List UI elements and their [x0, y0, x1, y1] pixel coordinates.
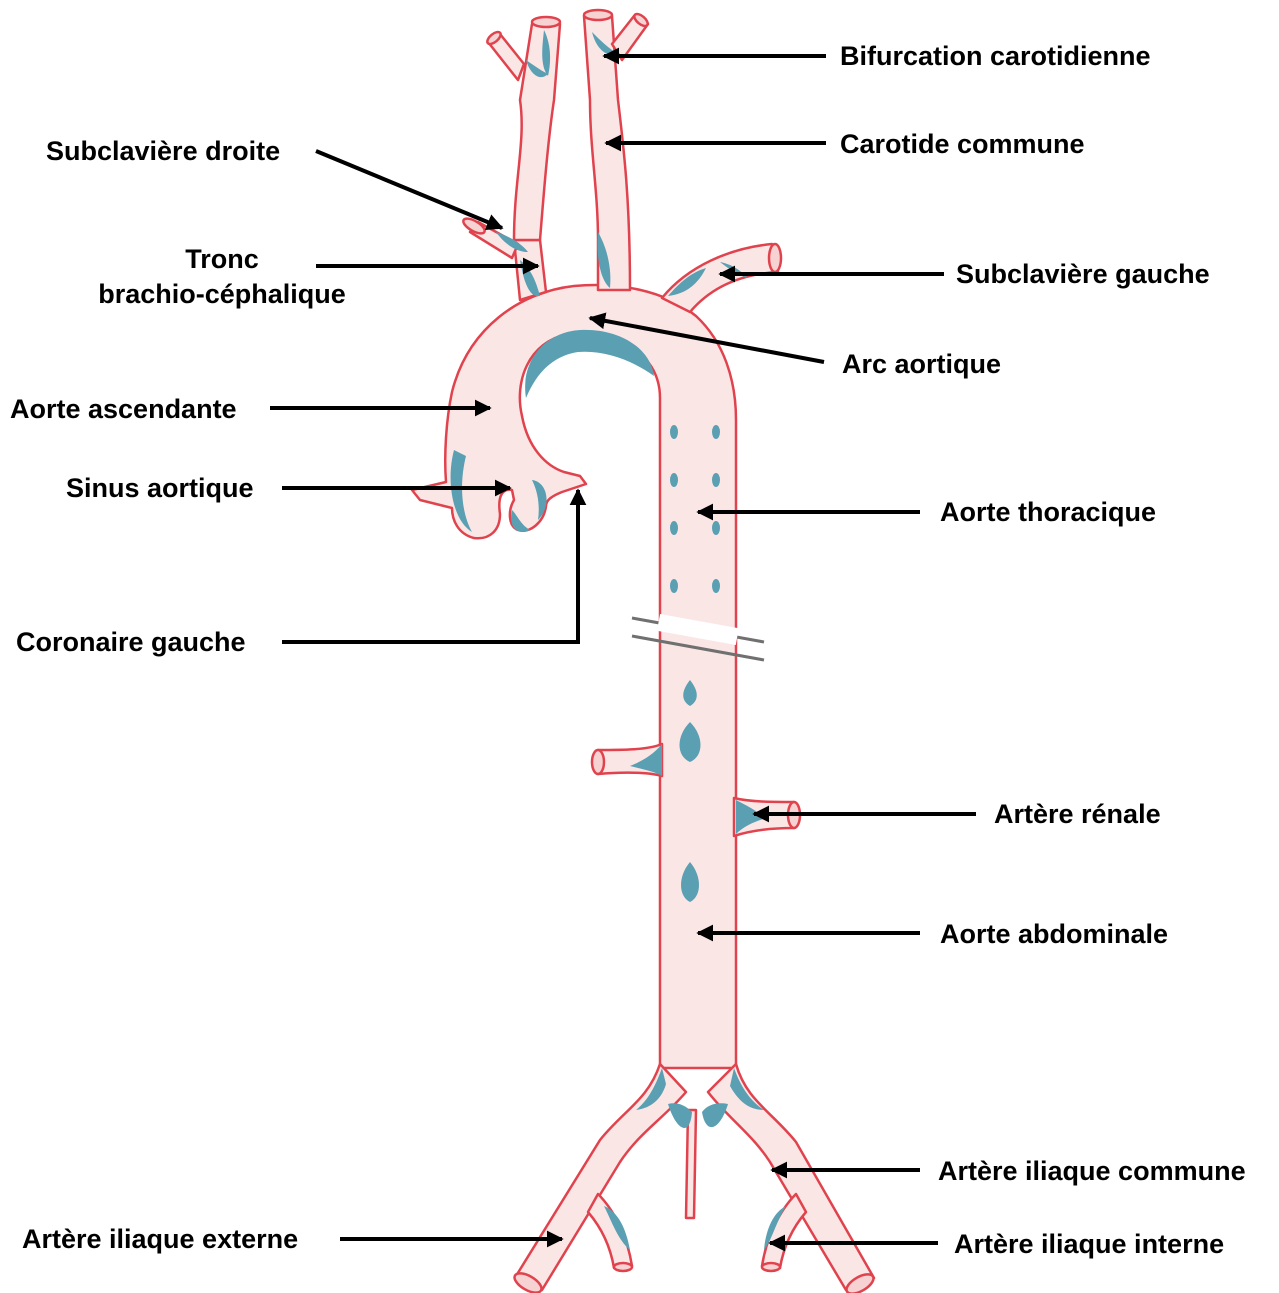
right-iliac-vessel: [708, 1064, 874, 1290]
label-arc-aortique: Arc aortique: [842, 349, 1001, 379]
right-common-carotid-vessel: [514, 24, 560, 240]
label-bifurcation-carotidienne: Bifurcation carotidienne: [840, 41, 1151, 71]
label-artere-renale: Artère rénale: [994, 799, 1161, 829]
label-carotide-commune: Carotide commune: [840, 129, 1085, 159]
label-subclaviere-droite: Subclavière droite: [46, 136, 280, 166]
label-tronc-line1: Tronc: [185, 244, 259, 274]
label-artere-iliaque-externe: Artère iliaque externe: [22, 1224, 298, 1254]
label-subclaviere-gauche: Subclavière gauche: [956, 259, 1210, 289]
label-coronaire-gauche: Coronaire gauche: [16, 627, 246, 657]
label-sinus-aortique: Sinus aortique: [66, 473, 254, 503]
left-subclavian-vessel: [662, 244, 778, 312]
left-internal-iliac-vessel: [588, 1194, 632, 1268]
label-artere-iliaque-interne: Artère iliaque interne: [954, 1229, 1224, 1259]
label-tronc-line2: brachio-céphalique: [98, 279, 346, 309]
label-aorte-abdominale: Aorte abdominale: [940, 919, 1168, 949]
aorta-vessels: [412, 10, 876, 1293]
aorta-main-vessel: [412, 285, 736, 1068]
arrow-subclaviere-droite: [316, 151, 502, 228]
left-iliac-vessel: [516, 1064, 686, 1290]
label-aorte-ascendante: Aorte ascendante: [10, 394, 237, 424]
label-aorte-thoracique: Aorte thoracique: [940, 497, 1156, 527]
label-artere-iliaque-commune: Artère iliaque commune: [938, 1156, 1246, 1186]
